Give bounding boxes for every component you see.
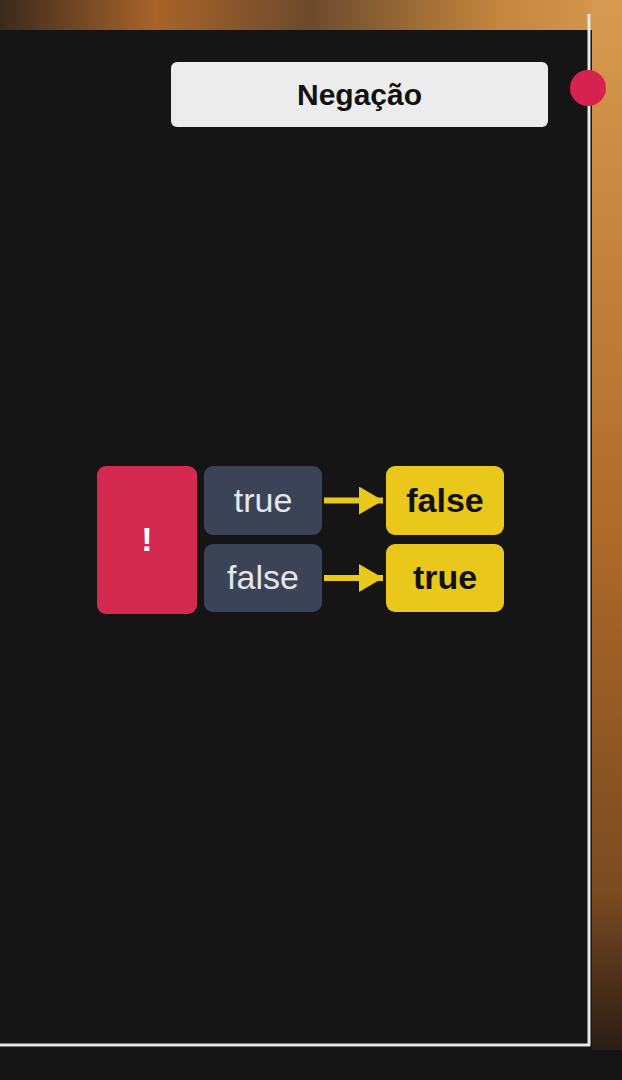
background-glow [0,0,622,30]
node-label: false [406,482,484,519]
panel [0,30,592,1045]
status-dot [570,70,606,106]
input-box: false [204,544,322,612]
input-box: true [204,466,322,535]
background-glow [592,0,622,1050]
node-label: true [234,482,293,519]
frame-line [0,1044,590,1047]
output-box: false [386,466,504,535]
output-box: true [386,544,504,612]
node-label: ! [141,521,152,558]
operator-box: ! [97,466,197,614]
arrow-connector [324,498,383,504]
node-label: false [227,559,299,596]
node-label: true [413,559,477,596]
arrow-connector [324,575,383,581]
frame-line [588,14,591,1046]
title-text: Negação [297,78,422,112]
title-box: Negação [171,62,548,127]
